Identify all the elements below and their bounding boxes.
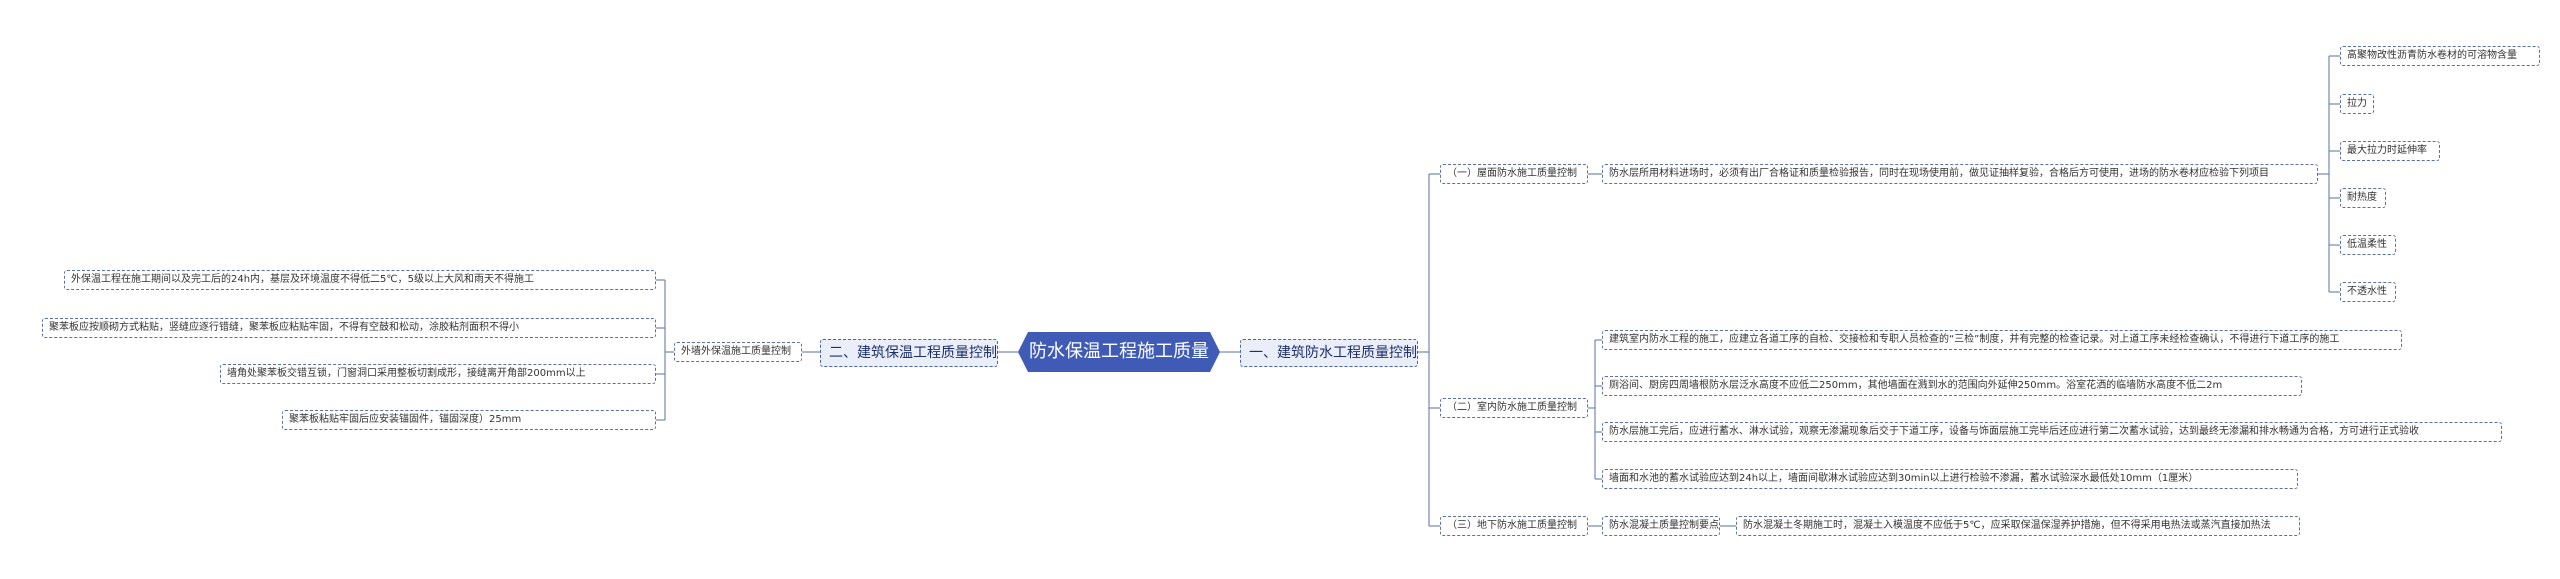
root-topic[interactable]: 防水保温工程施工质量 xyxy=(1018,332,1220,372)
edge-indoor-items xyxy=(1588,339,1602,480)
section-roof-waterproofing[interactable]: （一）屋面防水施工质量控制 xyxy=(1440,164,1588,184)
roof-material-inspection-note[interactable]: 防水层所用材料进场时，必须有出厂合格证和质量检验报告，同时在现场使用前，做见证抽… xyxy=(1602,164,2318,184)
edge-insulation-items xyxy=(656,279,674,421)
section-underground-waterproofing[interactable]: （三）地下防水施工质量控制 xyxy=(1440,516,1588,536)
roof-item-low-temp-flexibility[interactable]: 低温柔性 xyxy=(2340,235,2396,255)
insulation-item-corner-interlock[interactable]: 墙角处聚苯板交错互锁，门窗洞口采用整板切割成形，接缝离开角部200mm以上 xyxy=(220,364,656,384)
indoor-item-three-checks[interactable]: 建筑室内防水工程的施工，应建立各道工序的自检、交接检和专职人员检查的“三检”制度… xyxy=(1602,330,2402,350)
insulation-item-temperature[interactable]: 外保温工程在施工期间以及完工后的24h内，基层及环境温度不得低二5℃，5级以上大… xyxy=(64,270,656,290)
insulation-item-anchor-depth[interactable]: 聚苯板粘贴牢固后应安装锚固件，锚固深度）25mm xyxy=(282,410,656,430)
section-indoor-waterproofing[interactable]: （二）室内防水施工质量控制 xyxy=(1440,398,1588,418)
roof-item-soluble-content[interactable]: 高聚物改性沥青防水卷材的可溶物含量 xyxy=(2340,46,2540,66)
root-shape xyxy=(1018,332,1220,372)
roof-item-impermeability[interactable]: 不透水性 xyxy=(2340,282,2396,302)
edge-roof-items xyxy=(2318,55,2340,293)
indoor-item-wall-height[interactable]: 厕浴间、厨房四周墙根防水层泛水高度不应低二250mm，其他墙面在溅到水的范围向外… xyxy=(1602,376,2302,396)
exterior-wall-insulation-control[interactable]: 外墙外保温施工质量控制 xyxy=(674,342,802,362)
insulation-item-board-bonding[interactable]: 聚苯板应按顺砌方式粘贴，竖缝应逐行错缝，聚苯板应粘贴牢固，不得有空鼓和松动，涂胶… xyxy=(42,318,656,338)
roof-item-tensile-force[interactable]: 拉力 xyxy=(2340,94,2374,114)
roof-item-heat-resistance[interactable]: 耐热度 xyxy=(2340,188,2386,208)
root-label: 防水保温工程施工质量 xyxy=(1029,341,1209,362)
branch-waterproofing[interactable]: 一、建筑防水工程质量控制 xyxy=(1240,339,1418,367)
branch-insulation[interactable]: 二、建筑保温工程质量控制 xyxy=(820,339,998,367)
edge-waterproofing-sections xyxy=(1418,173,1440,527)
indoor-item-storage-test[interactable]: 墙面和水池的蓄水试验应达到24h以上，墙面间歇淋水试验应达到30min以上进行检… xyxy=(1602,469,2298,489)
underground-winter-construction-note[interactable]: 防水混凝土冬期施工时，混凝土入模温度不应低于5℃，应采取保温保湿养护措施，但不得… xyxy=(1736,516,2300,536)
indoor-item-water-test[interactable]: 防水层施工完后，应进行蓄水、淋水试验，观察无渗漏现象后交于下道工序，设备与饰面层… xyxy=(1602,422,2502,442)
underground-concrete-key-points[interactable]: 防水混凝土质量控制要点 xyxy=(1602,516,1720,536)
roof-item-elongation[interactable]: 最大拉力时延伸率 xyxy=(2340,141,2440,161)
